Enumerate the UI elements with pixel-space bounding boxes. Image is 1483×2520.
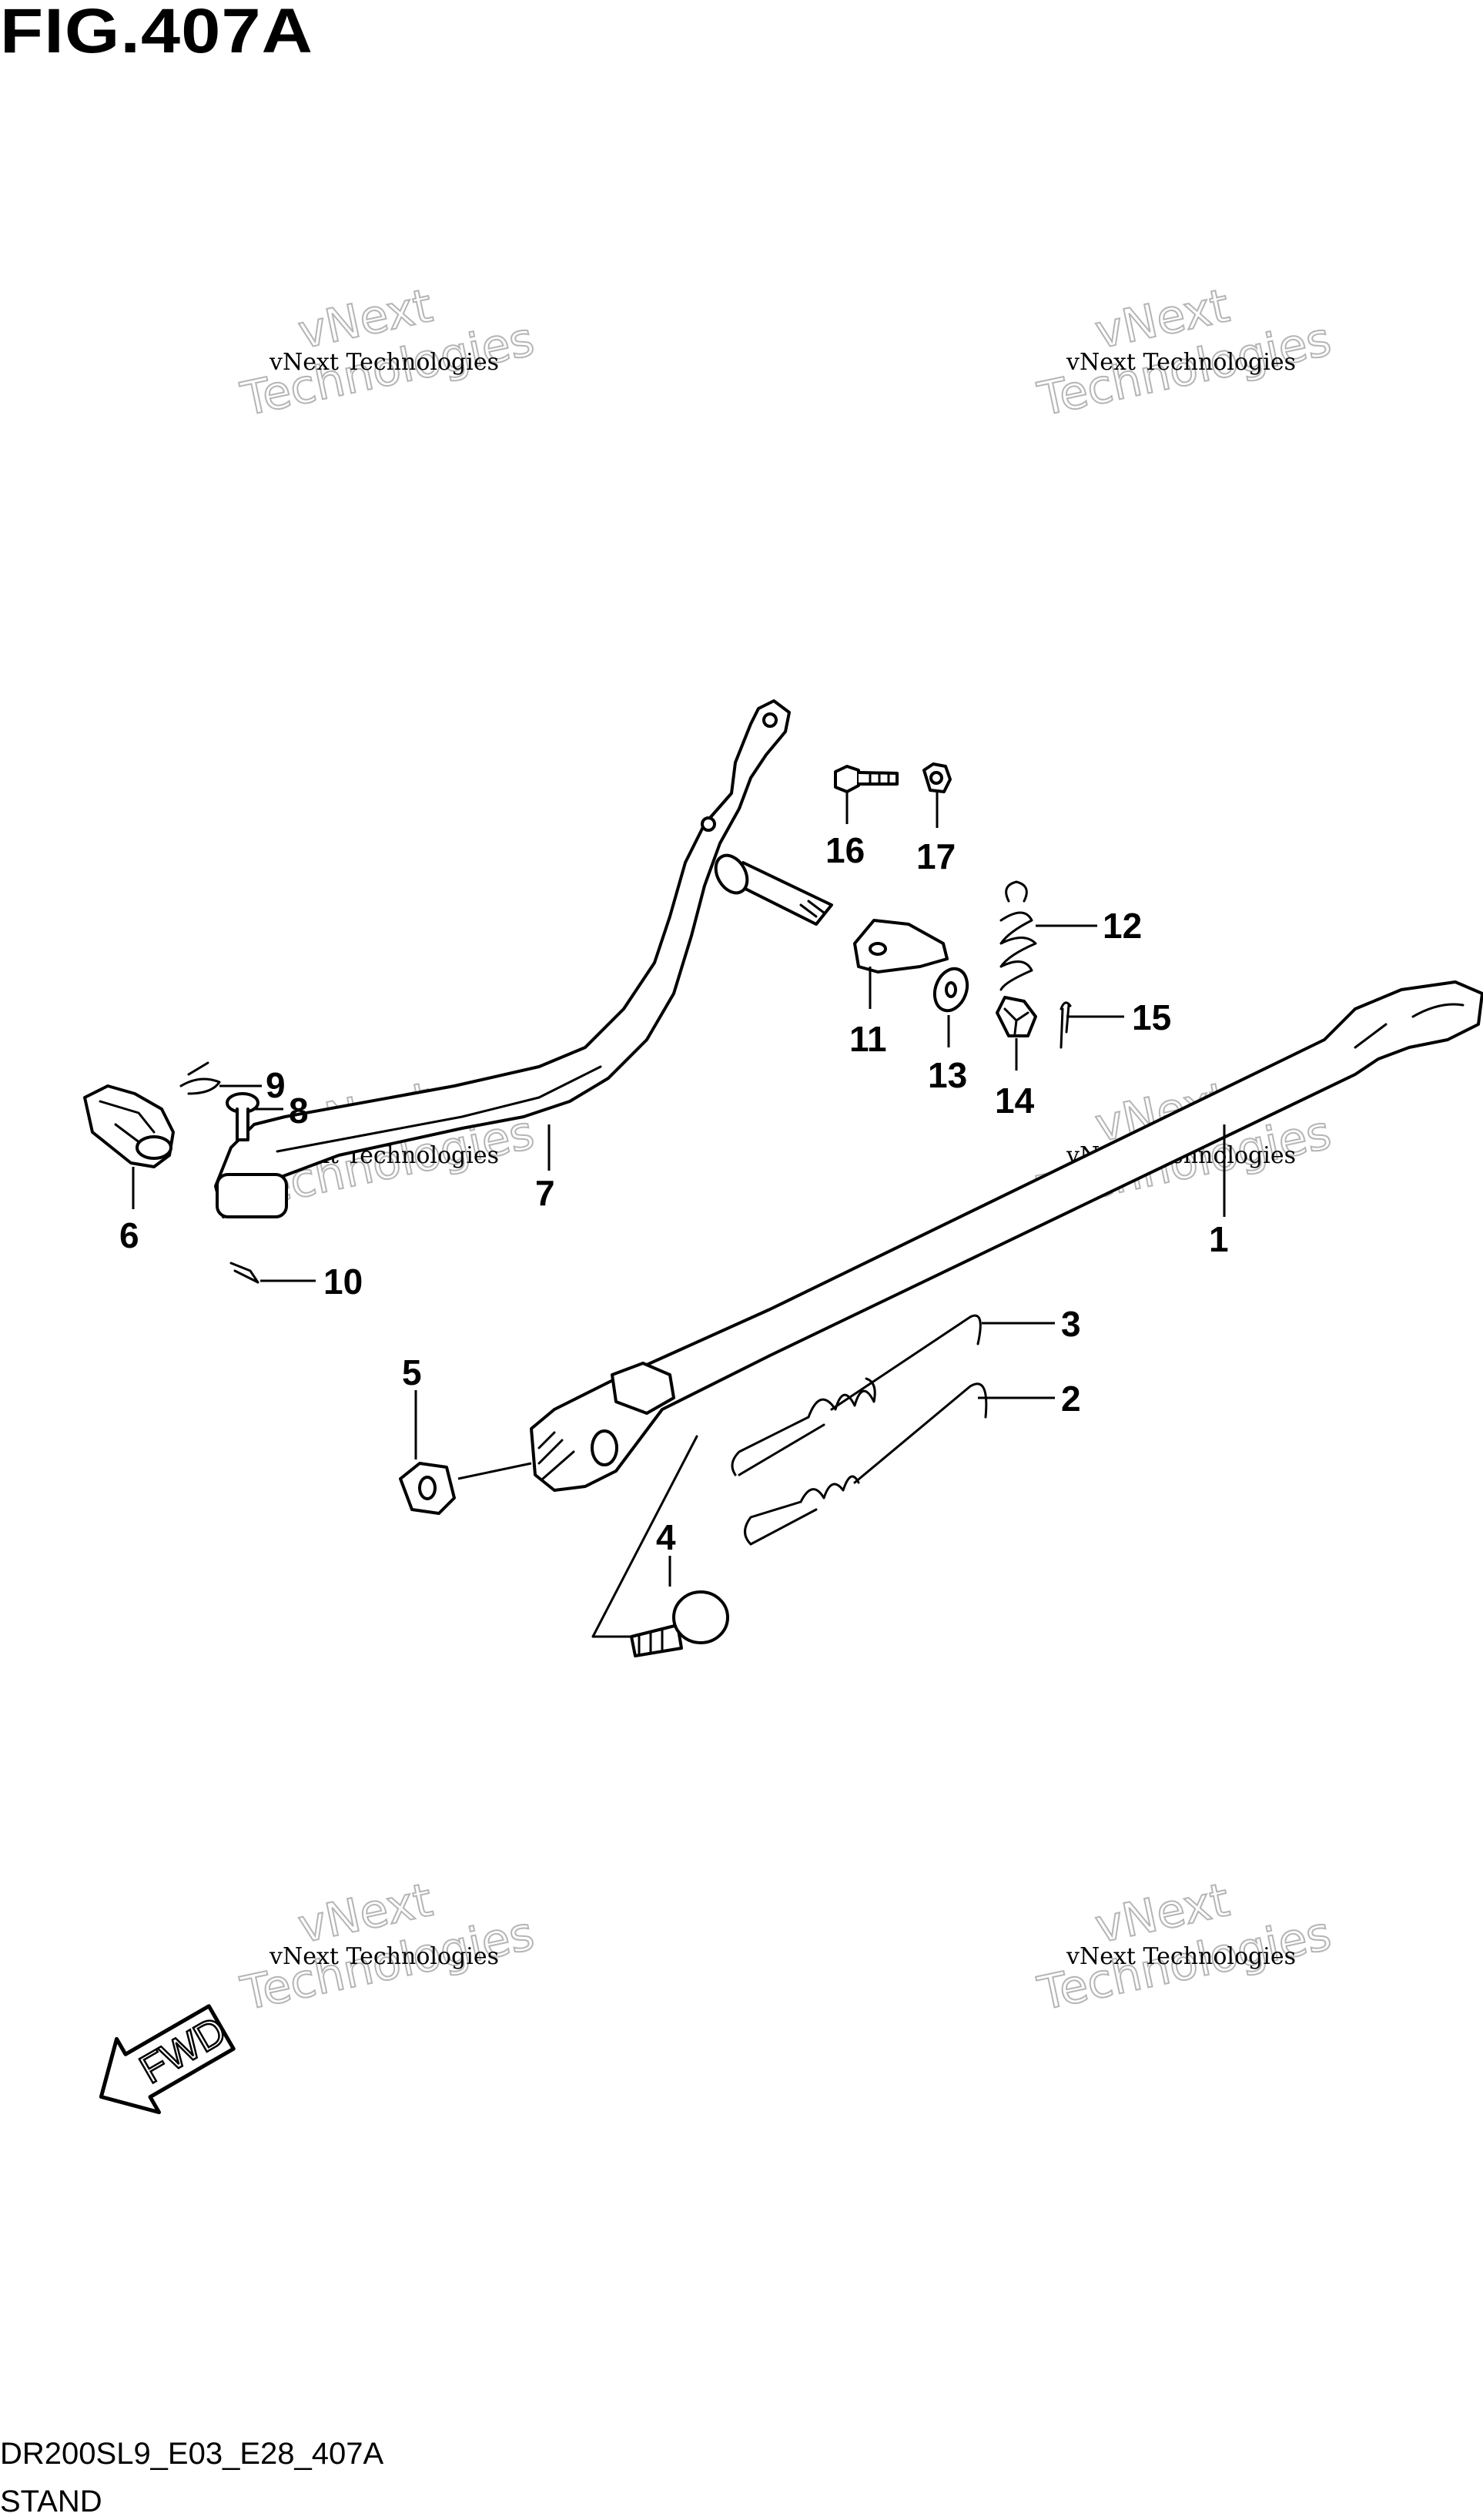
part-9-clip	[179, 1061, 221, 1095]
part-pivot-shaft	[714, 853, 833, 926]
fwd-arrow: FWD	[99, 2004, 236, 2115]
figure-title: FIG.407A	[0, 0, 314, 66]
callout-3: 3	[1061, 1304, 1081, 1344]
callout-4: 4	[656, 1517, 676, 1557]
part-14-nut	[996, 996, 1037, 1037]
leader-lines	[132, 792, 1226, 1587]
part-15-cotter-pin	[1060, 1001, 1072, 1049]
callout-1: 1	[1209, 1219, 1229, 1259]
watermark-small: vNext Technologies	[1066, 1943, 1296, 1970]
callout-17: 17	[916, 836, 956, 876]
figure-code: DR200SL9_E03_E28_407A	[0, 2437, 384, 2471]
watermark-small: vNext Technologies	[1066, 349, 1296, 376]
part-6-switch-bracket	[83, 1084, 175, 1168]
figure-name: STAND	[0, 2485, 102, 2518]
callout-13: 13	[928, 1055, 967, 1095]
callout-11: 11	[849, 1019, 887, 1059]
callout-6: 6	[119, 1215, 139, 1255]
part-8-pin	[226, 1092, 259, 1141]
part-1-side-stand	[530, 980, 1483, 1492]
watermark-bottom-left: vNext Technologies vNext Technologies	[236, 1872, 540, 2022]
part-13-washer	[932, 967, 969, 1013]
callout-14: 14	[995, 1081, 1035, 1121]
callout-12: 12	[1103, 906, 1142, 946]
part-12-spring	[999, 880, 1037, 991]
callout-9: 9	[266, 1065, 286, 1105]
callout-2: 2	[1061, 1379, 1081, 1419]
part-16-bolt	[834, 765, 899, 793]
part-4-pivot-bolt	[630, 1590, 729, 1657]
bolt-4-axis-line	[591, 1435, 698, 1638]
callout-16: 16	[825, 830, 865, 870]
callout-8: 8	[289, 1091, 309, 1131]
part-17-nut	[922, 762, 952, 793]
part-2-spring	[744, 1382, 988, 1546]
part-10-cotter-pin	[229, 1262, 259, 1284]
callout-10: 10	[323, 1262, 363, 1302]
callouts: 1 2 3 4 5 6 7 8 9 10 11 12 13 14 15 16 1…	[119, 830, 1229, 1557]
watermark-bottom-right: vNext Technologies vNext Technologies	[1033, 1872, 1337, 2022]
part-7-bracket	[214, 699, 791, 1218]
callout-5: 5	[402, 1352, 422, 1392]
watermark-small: vNext Technologies	[269, 1943, 499, 1970]
watermark-small: vNext Technologies	[269, 349, 499, 376]
part-5-nut	[399, 1462, 456, 1515]
watermark-top-left: vNext Technologies vNext Technologies	[236, 278, 540, 427]
part-11-plate	[853, 919, 949, 973]
callout-7: 7	[535, 1173, 555, 1213]
callout-15: 15	[1132, 997, 1171, 1037]
watermark-top-right: vNext Technologies vNext Technologies	[1033, 278, 1337, 427]
part-3-spring	[731, 1314, 982, 1476]
